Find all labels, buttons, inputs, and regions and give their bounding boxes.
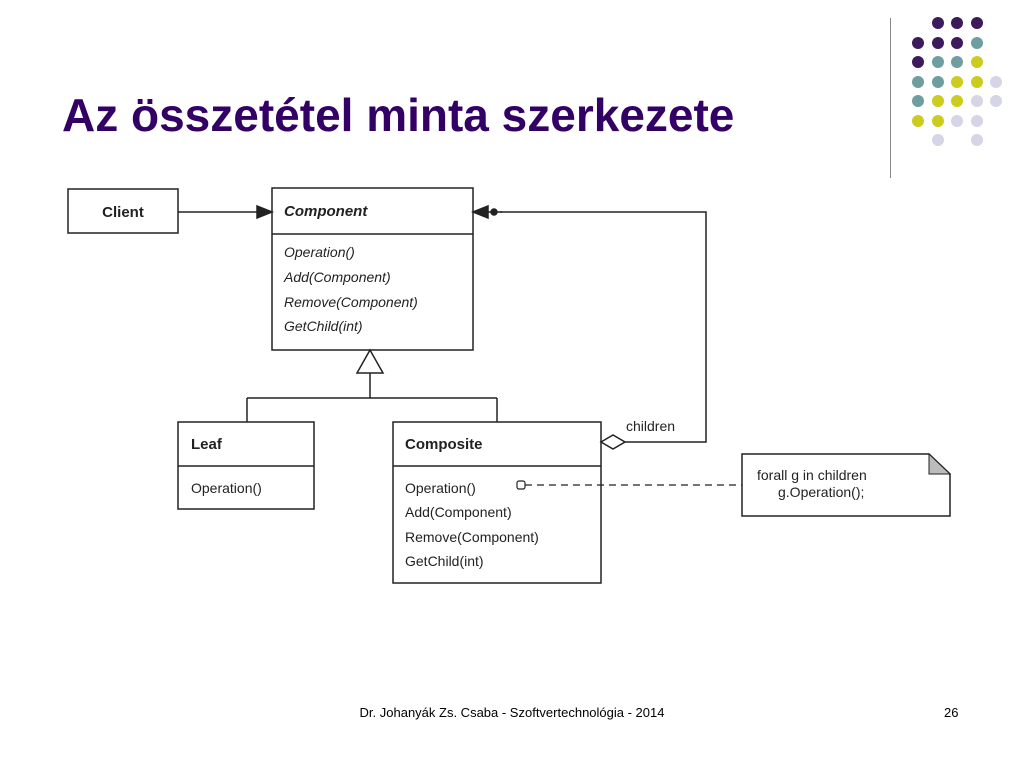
children-label: children [626,418,675,434]
composite-op-2: Add(Component) [405,504,512,520]
component-class-box [271,187,474,351]
composite-op-3: Remove(Component) [405,529,539,545]
component-op-4: GetChild(int) [284,318,363,334]
note-line-1: forall g in children [757,467,867,483]
page-number: 26 [944,705,959,720]
note-box [741,453,951,517]
note-line-2: g.Operation(); [778,484,864,500]
aggregation-diamond [599,434,627,450]
client-class-box [67,188,179,234]
composite-class-name: Composite [405,436,483,453]
title-divider [890,18,891,178]
composite-op-4: GetChild(int) [405,553,484,569]
children-arrowhead [470,204,489,220]
slide-footer: Dr. Johanyák Zs. Csaba - Szoftvertechnol… [359,705,665,720]
note-anchor [516,480,526,490]
inheritance-triangle [355,348,385,374]
component-op-2: Add(Component) [283,269,391,285]
leaf-op-1: Operation() [191,480,262,496]
composite-class-box [392,421,602,584]
component-class-name: Component [284,203,368,220]
children-aggregation-line [500,211,707,443]
leaf-class-name: Leaf [191,436,223,453]
composite-op-1: Operation() [405,480,476,496]
component-op-3: Remove(Component) [284,294,418,310]
slide-title: Az összetétel minta szerkezete [62,89,735,141]
client-class-name: Client [102,204,144,221]
component-op-1: Operation() [284,244,355,260]
